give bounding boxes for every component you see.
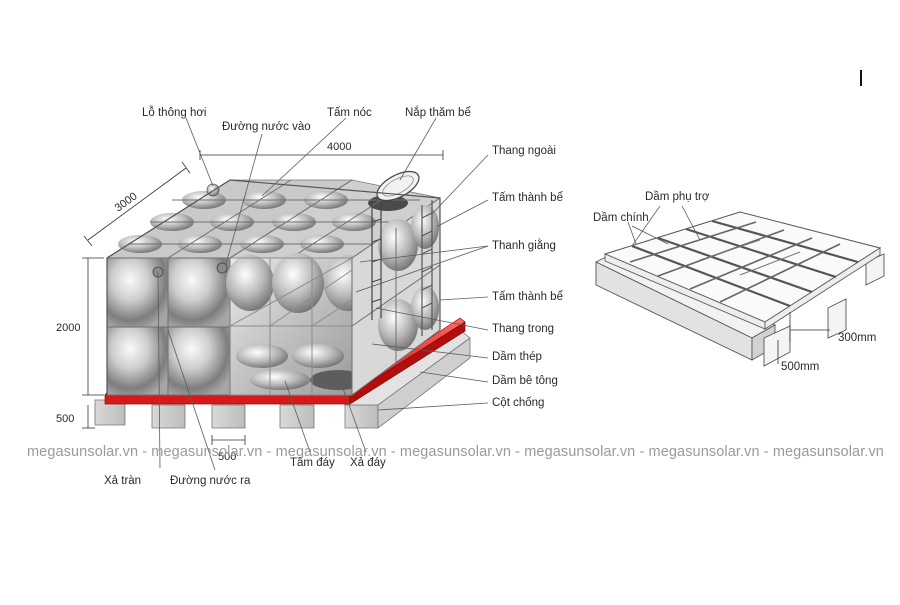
dim-spacing: 500 <box>218 451 236 463</box>
label-inner-ladder: Thang trong <box>492 323 554 335</box>
label-water-inlet: Đường nước vào <box>222 121 311 133</box>
label-vent-hole: Lỗ thông hơi <box>142 106 206 119</box>
dim-width: 3000 <box>113 190 140 214</box>
label-wall-panel-2: Tấm thành bể <box>492 291 563 303</box>
text-cursor-icon <box>860 70 862 86</box>
dimension-lines <box>82 150 444 445</box>
roof-panels <box>106 179 420 259</box>
label-wall-panel-1: Tấm thành bể <box>492 192 563 204</box>
label-aux-beam: Dầm phụ trợ <box>645 191 710 203</box>
dim-base: 500 <box>56 413 74 425</box>
steel-frame <box>594 211 885 367</box>
label-bottom-drain: Xả đáy <box>350 457 386 469</box>
label-steel-beam: Dầm thép <box>492 351 542 363</box>
leader-lines <box>157 117 489 471</box>
tank-outline <box>106 179 441 395</box>
outer-ladder <box>421 200 433 336</box>
label-manhole-cover: Nắp thăm bể <box>405 106 471 119</box>
label-support-column: Cột chống <box>492 397 544 409</box>
inner-ladder <box>371 202 382 320</box>
label-overflow: Xả tràn <box>104 475 141 487</box>
label-height: 500mm <box>781 361 819 373</box>
dim-height: 2000 <box>56 322 80 334</box>
dim-length: 4000 <box>327 141 351 153</box>
label-tie-rod: Thanh giằng <box>492 239 556 252</box>
frame-leaders <box>627 205 830 364</box>
label-bottom-panel: Tấm đáy <box>290 457 335 469</box>
water-tank <box>94 170 471 429</box>
label-gap: 300mm <box>838 332 876 344</box>
label-outer-ladder: Thang ngoài <box>492 145 556 157</box>
front-wall-panels <box>106 257 231 396</box>
label-water-outlet: Đường nước ra <box>170 475 251 487</box>
label-concrete-beam: Dầm bê tông <box>492 375 558 387</box>
watermark: megasunsolar.vn - megasunsolar.vn - mega… <box>27 444 884 460</box>
label-main-beam: Dầm chính <box>593 212 649 224</box>
label-roof-panel: Tấm nóc <box>327 107 372 119</box>
